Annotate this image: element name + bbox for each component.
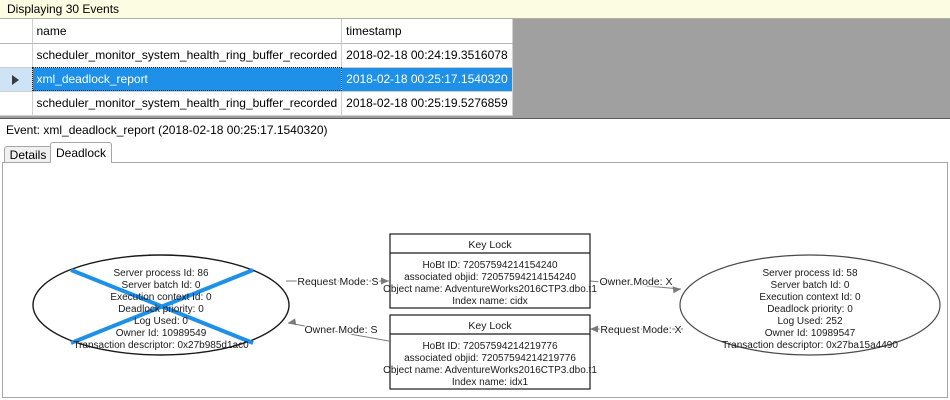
process-right-line-4: Log Used: 252 <box>777 316 842 327</box>
process-node-right[interactable]: Server process Id: 58 Server batch Id: 0… <box>679 254 941 356</box>
deadlock-graph-canvas[interactable]: Server process Id: 86 Server batch Id: 0… <box>2 162 948 398</box>
process-right-line-6: Transaction descriptor: 0x27ba15a4490 <box>722 340 898 351</box>
row-timestamp[interactable]: 2018-02-18 00:25:19.5276859 <box>341 91 513 116</box>
row-name[interactable]: xml_deadlock_report <box>32 67 343 92</box>
events-grid-panel[interactable]: name timestamp scheduler_monitor_system_… <box>0 19 950 119</box>
process-right-line-0: Server process Id: 58 <box>762 268 857 279</box>
process-left-line-2: Execution context Id: 0 <box>110 292 212 303</box>
tab-deadlock[interactable]: Deadlock <box>50 142 112 163</box>
resource-top-line-1: associated objid: 72057594214154240 <box>404 272 576 283</box>
resource-top-line-2: Object name: AdventureWorks2016CTP3.dbo.… <box>383 284 597 295</box>
victim-cross-icon <box>70 268 254 345</box>
table-row[interactable]: scheduler_monitor_system_health_ring_buf… <box>0 43 513 68</box>
row-name[interactable]: scheduler_monitor_system_health_ring_buf… <box>32 43 343 68</box>
edge-right-owner <box>589 280 682 294</box>
edge-right-request <box>590 325 683 333</box>
process-left-line-6: Transaction descriptor: 0x27b985d1ac0 <box>73 340 249 351</box>
process-left-line-3: Deadlock priority: 0 <box>118 304 204 315</box>
edge-label-left-owner: Owner Mode: S <box>303 323 379 338</box>
process-right-line-1: Server batch Id: 0 <box>771 280 850 291</box>
process-left-line-5: Owner Id: 10989549 <box>116 328 207 339</box>
process-left-line-1: Server batch Id: 0 <box>122 280 201 291</box>
resource-bottom-title: Key Lock <box>468 320 512 332</box>
resource-node-bottom-key-lock[interactable]: Key Lock HoBt ID: 72057594214219776 asso… <box>383 314 597 390</box>
resource-top-line-3: Index name: cidx <box>452 296 528 307</box>
tab-deadlock-label: Deadlock <box>55 146 107 160</box>
svg-text:Owner Mode: X: Owner Mode: X <box>600 276 673 288</box>
current-row-arrow-icon <box>12 74 20 85</box>
events-banner-label: Displaying 30 Events <box>7 2 120 16</box>
event-header-label: Event: xml_deadlock_report (2018-02-18 0… <box>6 123 328 137</box>
grid-header-name[interactable]: name <box>32 19 343 44</box>
process-right-line-3: Deadlock priority: 0 <box>767 304 853 315</box>
edge-left-request <box>286 277 389 285</box>
resource-top-title: Key Lock <box>468 239 512 251</box>
grid-header-timestamp[interactable]: timestamp <box>341 19 513 44</box>
process-right-line-2: Execution context Id: 0 <box>759 292 861 303</box>
edge-label-right-owner: Owner Mode: X <box>598 275 674 290</box>
tab-details[interactable]: Details <box>4 146 52 163</box>
row-timestamp[interactable]: 2018-02-18 00:24:19.3516078 <box>341 43 513 68</box>
edge-label-right-request: Request Mode: X <box>599 323 683 338</box>
events-banner: Displaying 30 Events <box>0 0 950 19</box>
event-header: Event: xml_deadlock_report (2018-02-18 0… <box>0 120 950 140</box>
resource-bottom-line-0: HoBt ID: 72057594214219776 <box>422 341 558 352</box>
grid-header-row: name timestamp <box>0 19 513 44</box>
row-selector[interactable] <box>0 43 33 68</box>
row-name[interactable]: scheduler_monitor_system_health_ring_buf… <box>32 91 343 116</box>
resource-node-top-key-lock[interactable]: Key Lock HoBt ID: 72057594214154240 asso… <box>383 233 597 309</box>
svg-text:Owner Mode: S: Owner Mode: S <box>305 324 378 336</box>
table-row[interactable]: scheduler_monitor_system_health_ring_buf… <box>0 91 513 116</box>
resource-bottom-line-1: associated objid: 72057594214219776 <box>404 353 576 364</box>
edge-label-left-request: Request Mode: S <box>296 275 380 290</box>
process-left-line-4: Log Used: 0 <box>134 316 188 327</box>
svg-text:Request Mode: S: Request Mode: S <box>297 276 378 288</box>
resource-bottom-line-3: Index name: idx1 <box>452 377 529 388</box>
grid-header-selector <box>0 19 33 44</box>
tab-details-label: Details <box>9 148 47 162</box>
row-selector[interactable] <box>0 91 33 116</box>
row-timestamp[interactable]: 2018-02-18 00:25:17.1540320 <box>341 67 513 92</box>
events-grid[interactable]: name timestamp scheduler_monitor_system_… <box>0 19 513 116</box>
row-selector[interactable] <box>0 67 33 92</box>
tab-bar: Details Deadlock <box>0 141 950 163</box>
process-left-line-0: Server process Id: 86 <box>113 268 208 279</box>
table-row[interactable]: xml_deadlock_report 2018-02-18 00:25:17.… <box>0 67 513 92</box>
process-right-line-5: Owner Id: 10989547 <box>765 328 856 339</box>
process-node-left[interactable]: Server process Id: 86 Server batch Id: 0… <box>32 254 290 356</box>
edge-left-owner <box>287 318 390 342</box>
resource-bottom-line-2: Object name: AdventureWorks2016CTP3.dbo.… <box>383 365 597 376</box>
resource-top-line-0: HoBt ID: 72057594214154240 <box>422 260 558 271</box>
svg-text:Request Mode: X: Request Mode: X <box>600 324 681 336</box>
